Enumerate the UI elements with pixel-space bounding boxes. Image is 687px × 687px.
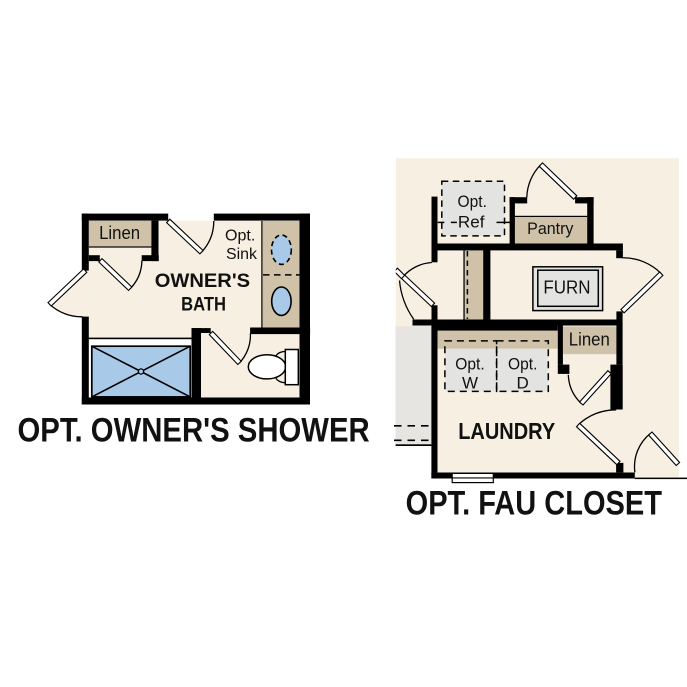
svg-text:Opt.: Opt. [225, 228, 255, 245]
svg-text:Linen: Linen [569, 329, 610, 349]
svg-text:BATH: BATH [181, 294, 226, 315]
svg-text:LAUNDRY: LAUNDRY [458, 418, 555, 444]
svg-text:OWNER'S: OWNER'S [155, 271, 250, 292]
svg-text:OPT. FAU CLOSET: OPT. FAU CLOSET [406, 485, 662, 523]
svg-text:Opt.: Opt. [458, 192, 487, 211]
svg-text:Linen: Linen [99, 223, 140, 243]
svg-text:Ref: Ref [458, 213, 485, 232]
svg-text:FURN: FURN [543, 277, 590, 297]
svg-text:Pantry: Pantry [527, 219, 574, 238]
svg-text:Sink: Sink [226, 246, 258, 263]
svg-text:OPT. OWNER'S SHOWER: OPT. OWNER'S SHOWER [18, 412, 370, 450]
svg-text:W: W [462, 374, 478, 393]
svg-text:Opt.: Opt. [508, 355, 537, 374]
svg-text:D: D [517, 374, 529, 393]
svg-text:Opt.: Opt. [455, 355, 484, 374]
